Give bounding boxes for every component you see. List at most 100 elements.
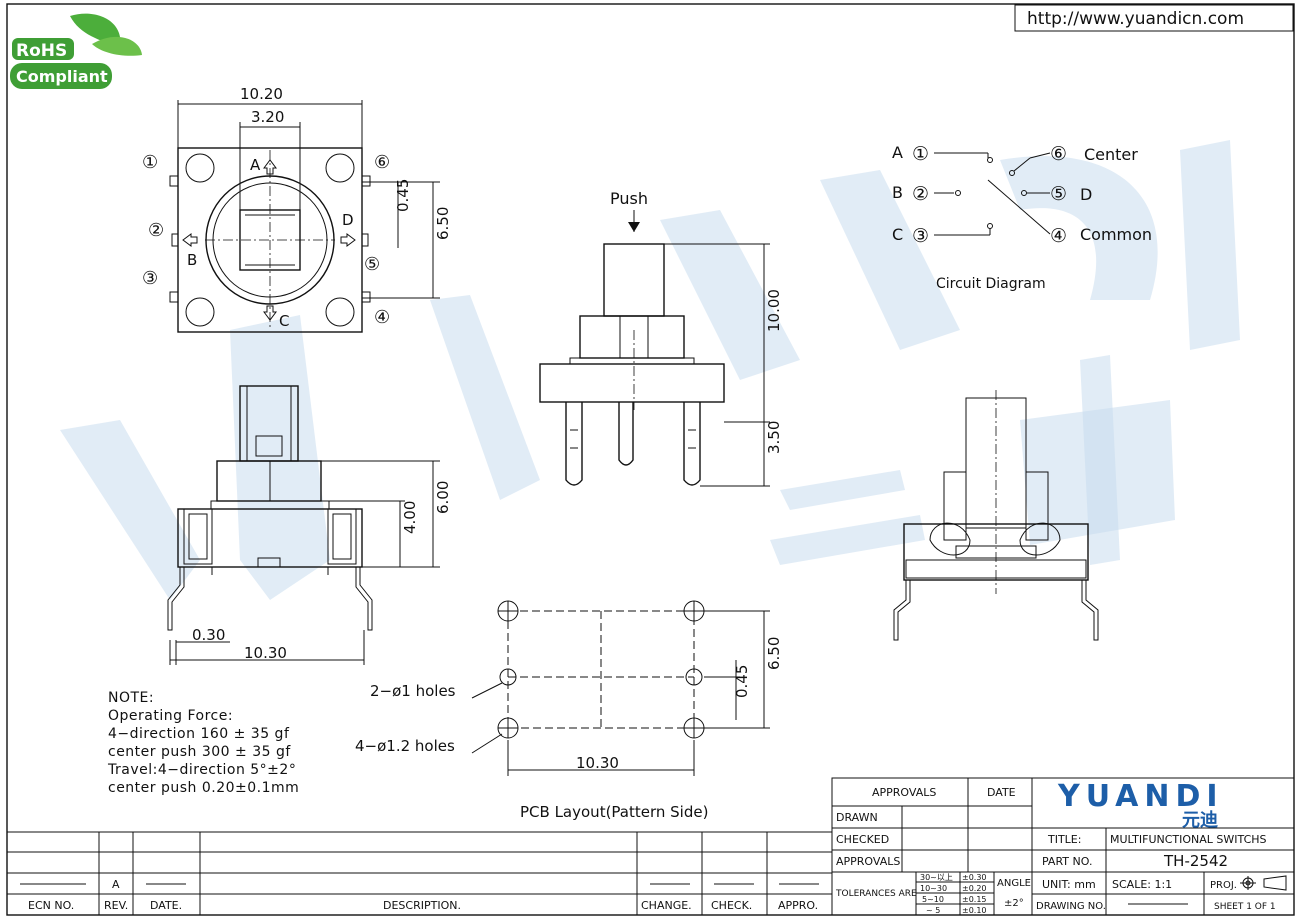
drawing-label: DRAWN bbox=[836, 811, 878, 824]
drawing-label: ±0.30 bbox=[962, 873, 987, 882]
drawing-label: APPRO. bbox=[778, 899, 818, 912]
drawing-label: ⑤ bbox=[364, 254, 380, 275]
arrow-left-icon bbox=[182, 233, 198, 247]
drawing-label: Push bbox=[610, 189, 648, 208]
notes: NOTE: Operating Force: 4−direction 160 ±… bbox=[107, 690, 299, 796]
drawing-label: CHANGE. bbox=[641, 899, 692, 912]
drawing-label: PROJ. bbox=[1210, 880, 1237, 891]
drawing-label: ±2° bbox=[1004, 898, 1024, 909]
drawing-label: 10.30 bbox=[244, 644, 287, 662]
drawing-label: SHEET 1 OF 1 bbox=[1214, 902, 1276, 912]
revision-table: A ECN NO. REV. DATE. DESCRIPTION. CHANGE… bbox=[7, 831, 832, 915]
drawing-label: 5~10 bbox=[922, 895, 944, 904]
title-block: APPROVALS DATE DRAWN CHECKED APPROVALS T… bbox=[831, 777, 1295, 916]
drawing-label: A bbox=[112, 878, 120, 891]
drawing-label: TITLE: bbox=[1047, 833, 1081, 846]
drawing-label: DRAWING NO. bbox=[1036, 901, 1106, 912]
drawing-label: ECN NO. bbox=[28, 899, 74, 912]
drawing-label: ⑤ bbox=[1050, 183, 1067, 205]
drawing-label: D bbox=[342, 211, 354, 229]
drawing-label: ANGLE bbox=[997, 878, 1031, 889]
drawing-label: 30~以上 bbox=[920, 873, 953, 882]
drawing-label: 6.50 bbox=[434, 207, 452, 240]
drawing-label: B bbox=[187, 251, 197, 269]
front-view: 0.30 10.30 6.00 4.00 bbox=[167, 385, 452, 665]
drawing-label: center push 300 ± 35 gf bbox=[108, 744, 291, 760]
url-text: http://www.yuandicn.com bbox=[1027, 9, 1244, 29]
drawing-label: CHECKED bbox=[836, 833, 889, 846]
drawing-label: MULTIFUNCTIONAL SWITCHS bbox=[1110, 833, 1267, 846]
drawing-label: REV. bbox=[104, 899, 128, 912]
drawing-label: ±0.10 bbox=[962, 906, 987, 915]
drawing-label: Travel:4−direction 5°±2° bbox=[107, 762, 296, 778]
drawing-label: center push 0.20±0.1mm bbox=[108, 780, 299, 796]
drawing-label: APPROVALS bbox=[872, 786, 936, 799]
drawing-label: 4−direction 160 ± 35 gf bbox=[108, 726, 290, 742]
drawing-label: Common bbox=[1080, 225, 1152, 244]
drawing-label: SCALE: 1:1 bbox=[1112, 878, 1172, 891]
drawing-label: ④ bbox=[1050, 225, 1067, 247]
drawing-label: ② bbox=[912, 183, 929, 205]
drawing-label: TH-2542 bbox=[1163, 852, 1228, 870]
drawing-label: ③ bbox=[912, 225, 929, 247]
pcb-layout: 2−ø1 holes 4−ø1.2 holes 10.30 6.50 0.45 … bbox=[355, 600, 783, 821]
rohs-badge: RoHS Compliant bbox=[10, 13, 142, 89]
drawing-label: ④ bbox=[374, 307, 390, 328]
drawing-label: DATE. bbox=[150, 899, 182, 912]
drawing-label: B bbox=[892, 183, 903, 202]
drawing-label: 0.30 bbox=[192, 626, 225, 644]
arrow-right-icon bbox=[340, 233, 356, 247]
side-view: Push 10.00 3.50 bbox=[539, 189, 783, 487]
drawing-label: 4−ø1.2 holes bbox=[355, 737, 455, 755]
drawing-label: Compliant bbox=[16, 67, 108, 86]
drawing-label: Circuit Diagram bbox=[936, 276, 1046, 292]
drawing-label: 元迪 bbox=[1182, 810, 1218, 831]
drawing-label: RoHS bbox=[16, 41, 67, 61]
drawing-label: A bbox=[892, 143, 903, 162]
drawing-label: 0.45 bbox=[394, 179, 412, 212]
yuandi-logo: YUANDI 元迪 bbox=[1057, 779, 1224, 831]
drawing-label: 10.30 bbox=[576, 754, 619, 772]
drawing-label: DATE bbox=[987, 786, 1016, 799]
drawing-label: Operating Force: bbox=[108, 708, 233, 724]
drawing-label: APPROVALS bbox=[836, 855, 900, 868]
drawing-label: 10.20 bbox=[240, 85, 283, 103]
drawing-label: YUANDI bbox=[1057, 779, 1224, 814]
push-arrow-icon bbox=[628, 222, 640, 232]
arrow-down-icon bbox=[263, 305, 277, 321]
drawing-label: CHECK. bbox=[711, 899, 752, 912]
arrow-up-icon bbox=[263, 159, 277, 175]
section-view bbox=[893, 390, 1099, 641]
drawing-label: ② bbox=[148, 220, 164, 241]
drawing-label: ~ 5 bbox=[926, 906, 940, 915]
drawing-label: ±0.15 bbox=[962, 895, 987, 904]
url-box: http://www.yuandicn.com bbox=[1014, 4, 1294, 32]
projection-symbol-icon bbox=[1240, 875, 1287, 891]
top-view: A B C D ① ② ③ ④ ⑤ ⑥ 10.20 3.20 6.50 0.45 bbox=[142, 85, 452, 333]
drawing-label: 10~30 bbox=[920, 884, 947, 893]
drawing-label: 6.50 bbox=[765, 637, 783, 670]
drawing-label: 4.00 bbox=[401, 501, 419, 534]
drawing-label: A bbox=[250, 156, 261, 174]
drawing-label: 3.20 bbox=[251, 108, 284, 126]
drawing-label: 10.00 bbox=[765, 289, 783, 332]
drawing-label: Center bbox=[1084, 145, 1138, 164]
watermark bbox=[60, 140, 1240, 600]
drawing-label: PART NO. bbox=[1042, 855, 1092, 868]
drawing-label: 0.45 bbox=[733, 665, 751, 698]
drawing-label: NOTE: bbox=[108, 690, 154, 706]
drawing-label: ③ bbox=[142, 268, 158, 289]
drawing-label: ① bbox=[912, 143, 929, 165]
drawing-label: 3.50 bbox=[765, 421, 783, 454]
drawing-label: D bbox=[1080, 185, 1092, 204]
drawing-label: C bbox=[892, 225, 903, 244]
drawing-label: PCB Layout(Pattern Side) bbox=[520, 803, 708, 821]
drawing-label: DESCRIPTION. bbox=[383, 899, 461, 912]
circuit-diagram: A ① B ② C ③ ⑥ Center ⑤ D ④ Common Circui… bbox=[892, 143, 1152, 292]
drawing-label: ±0.20 bbox=[962, 884, 987, 893]
drawing-label: ① bbox=[142, 152, 158, 173]
sheet-border bbox=[6, 3, 1295, 916]
drawing-label: TOLERANCES ARE bbox=[835, 889, 917, 899]
drawing-label: 6.00 bbox=[434, 481, 452, 514]
